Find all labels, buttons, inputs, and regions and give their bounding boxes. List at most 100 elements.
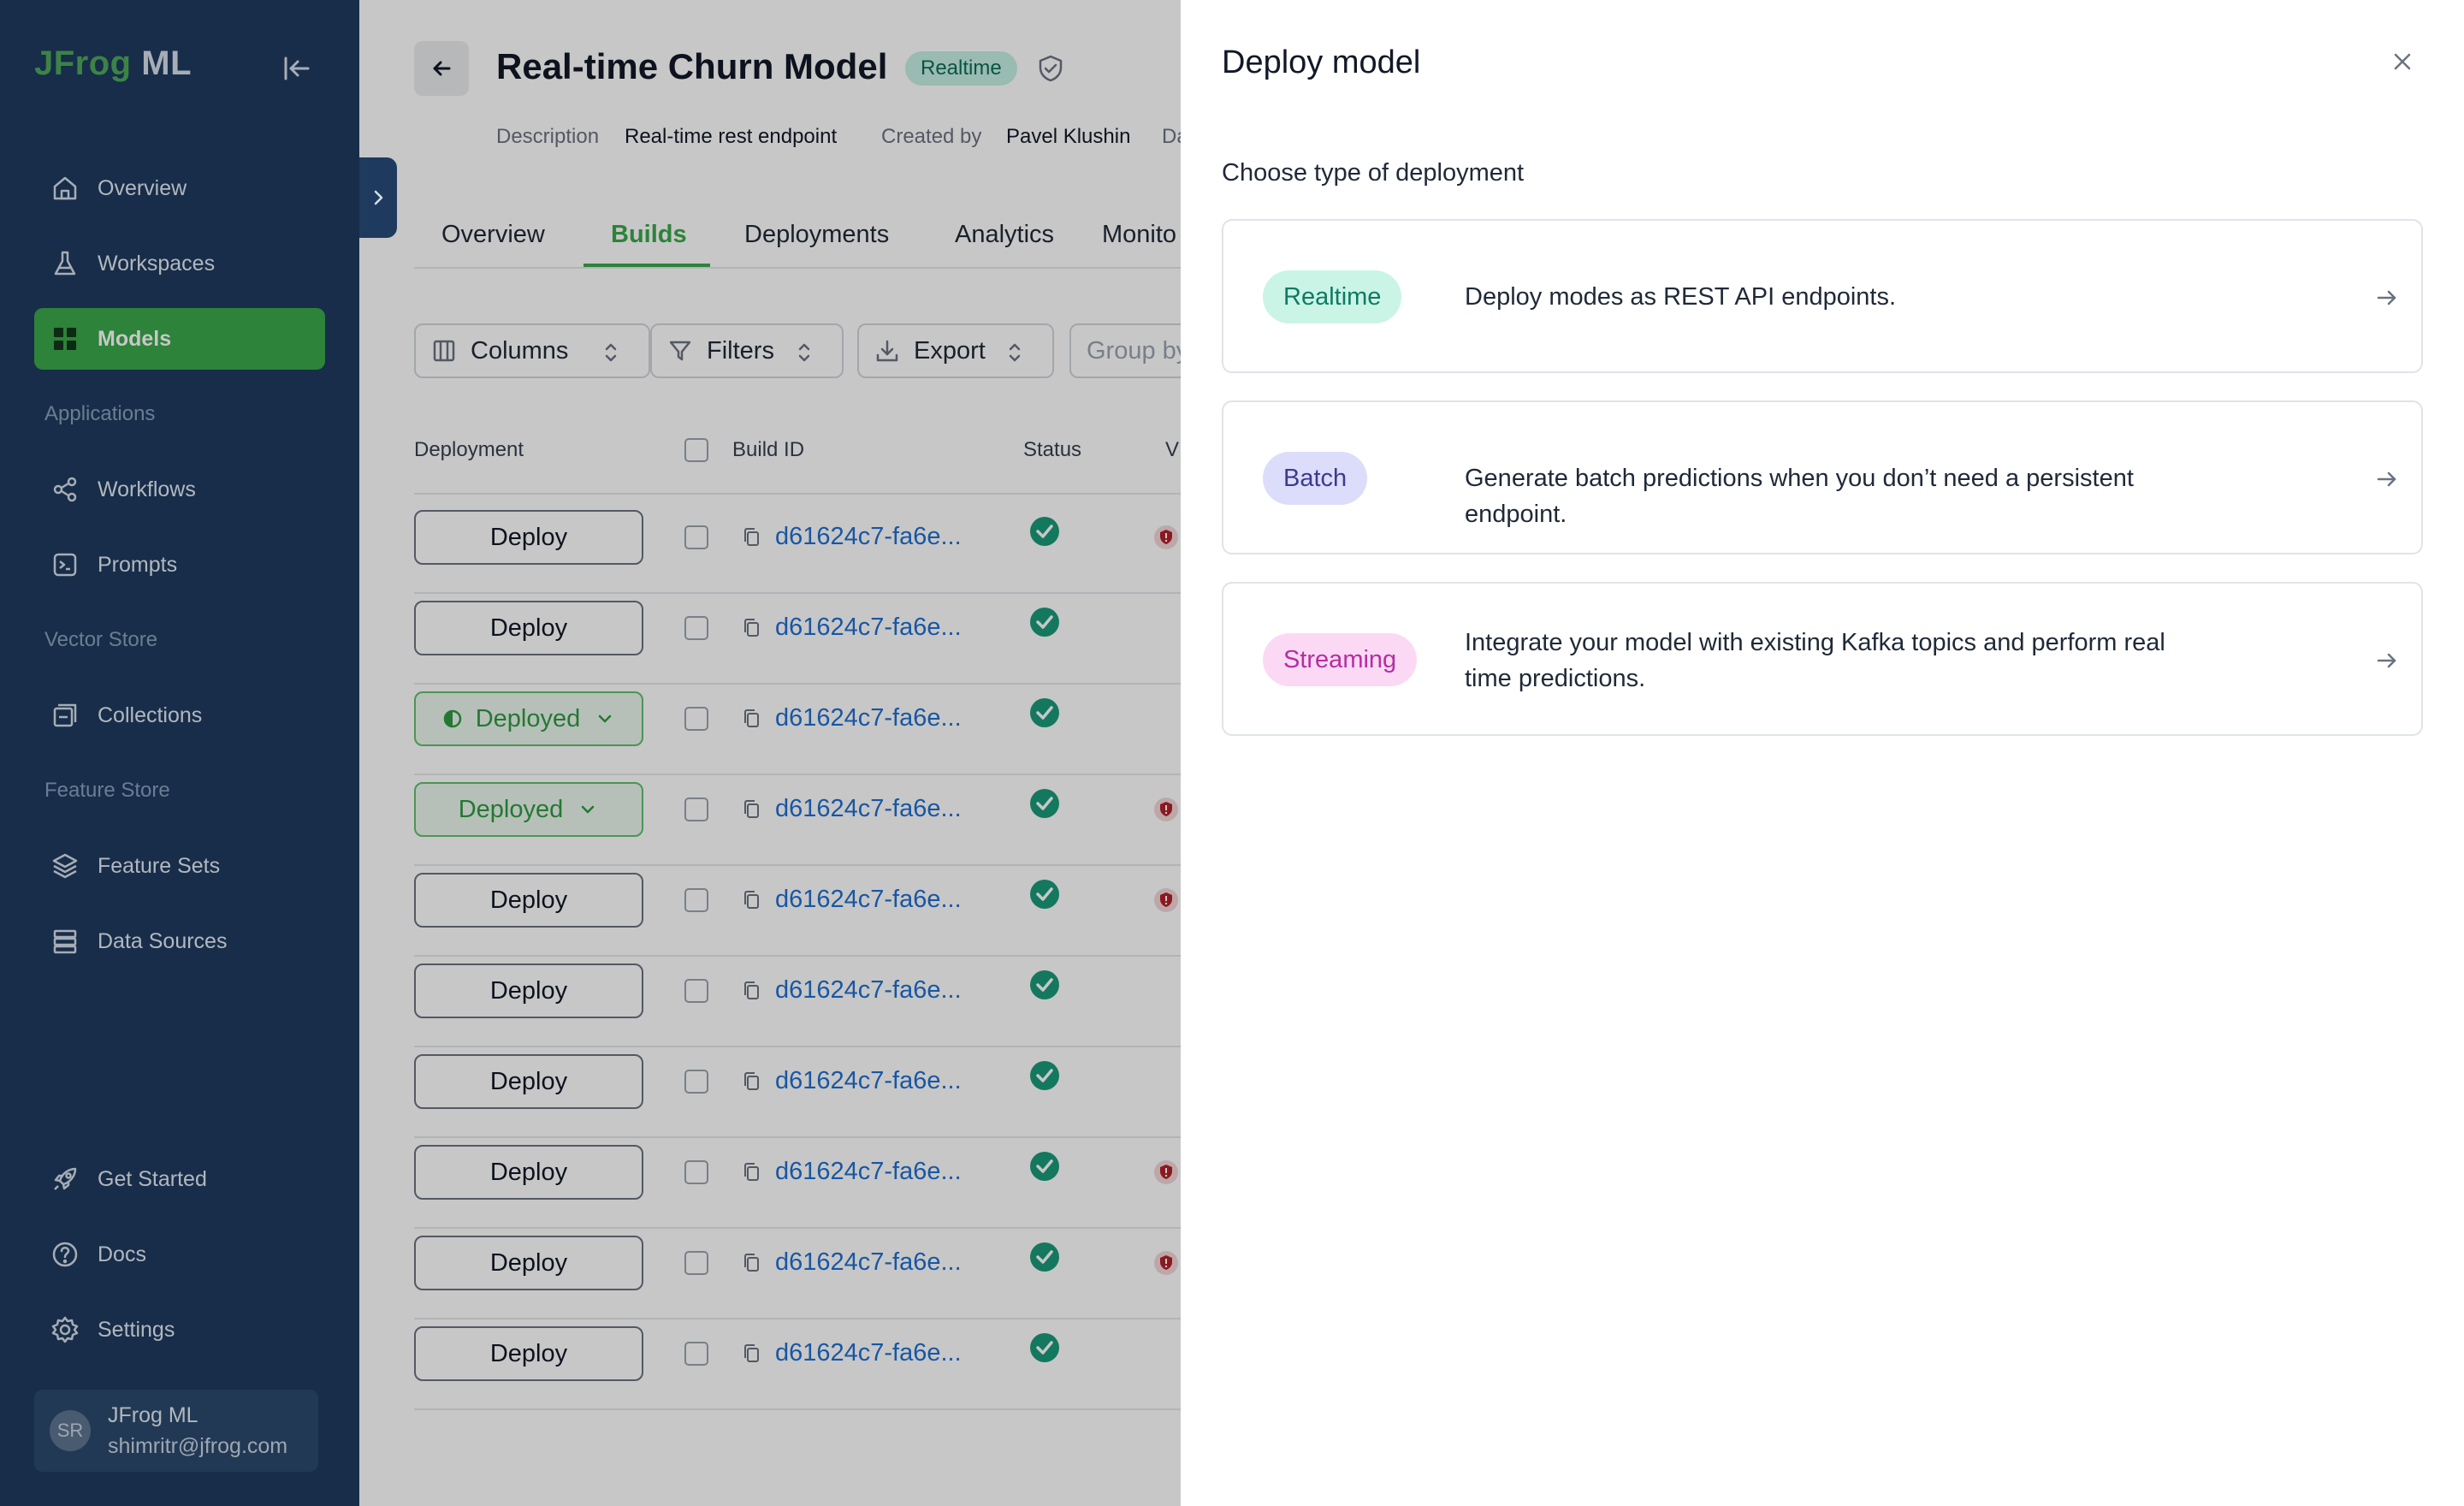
section-label-applications: Applications [44,402,156,425]
shield-alert-icon[interactable] [1153,887,1179,913]
collapse-sidebar-icon[interactable] [279,51,313,86]
row-select-checkbox[interactable] [684,1342,708,1366]
sidebar-item-get-started[interactable]: Get Started [34,1148,325,1210]
sidebar-item-settings[interactable]: Settings [34,1299,325,1361]
app-logo[interactable]: JFrog ML [34,44,192,83]
build-id-link[interactable]: d61624c7-fa6e... [775,795,962,822]
export-button[interactable]: Export [857,323,1054,378]
row-select-checkbox[interactable] [684,525,708,549]
close-icon[interactable] [2389,48,2416,75]
row-divider [414,955,1181,957]
row-select-checkbox[interactable] [684,616,708,640]
row-select-checkbox[interactable] [684,1251,708,1275]
modal-backdrop[interactable] [0,0,1181,1506]
column-header-status[interactable]: Status [1023,438,1082,461]
sidebar-item-label: Workspaces [98,251,216,276]
shield-check-icon[interactable] [1035,53,1066,84]
drawer-subtitle: Choose type of deployment [1222,159,1525,187]
logo-text-ml: ML [141,44,192,82]
sidebar-item-collections[interactable]: Collections [34,685,325,746]
deployment-option-realtime[interactable]: Realtime Deploy modes as REST API endpoi… [1222,219,2423,373]
copy-icon[interactable] [741,526,763,548]
deploy-button[interactable]: Deploy [414,873,643,928]
deploy-button[interactable]: Deploy [414,1145,643,1200]
columns-button[interactable]: Columns [414,323,650,378]
sidebar-item-label: Feature Sets [98,853,221,878]
deployed-dropdown-button[interactable]: Deployed [414,782,643,837]
group-by-button[interactable]: Group by [1069,323,1181,378]
shield-alert-icon[interactable] [1153,797,1179,822]
sidebar-item-workspaces[interactable]: Workspaces [34,233,325,294]
back-button[interactable] [414,41,469,96]
row-select-checkbox[interactable] [684,1160,708,1184]
row-select-checkbox[interactable] [684,1070,708,1094]
build-id-link[interactable]: d61624c7-fa6e... [775,614,962,641]
sidebar-item-prompts[interactable]: Prompts [34,534,325,596]
shield-alert-icon[interactable] [1153,1159,1179,1185]
row-divider [414,864,1181,866]
column-header-deployment[interactable]: Deployment [414,438,524,461]
arrow-right-icon [2377,471,2396,487]
sidebar-item-data-sources[interactable]: Data Sources [34,910,325,972]
deployment-option-streaming[interactable]: Streaming Integrate your model with exis… [1222,582,2423,736]
deploy-button[interactable]: Deploy [414,1054,643,1109]
build-id-link[interactable]: d61624c7-fa6e... [775,1067,962,1094]
deploy-button[interactable]: Deploy [414,1326,643,1381]
filters-button[interactable]: Filters [650,323,844,378]
row-divider [414,1408,1181,1410]
user-profile-card[interactable]: SR JFrog ML shimritr@jfrog.com [34,1390,318,1472]
copy-icon[interactable] [741,1161,763,1183]
build-id-link[interactable]: d61624c7-fa6e... [775,704,962,732]
sidebar-item-workflows[interactable]: Workflows [34,459,325,520]
copy-icon[interactable] [741,1070,763,1093]
deploy-button[interactable]: Deploy [414,1236,643,1290]
logo-text-jfrog: JFrog [34,44,132,82]
meta-created-by-value: Pavel Klushin [1006,125,1131,148]
build-id-link[interactable]: d61624c7-fa6e... [775,523,962,550]
copy-icon[interactable] [741,1252,763,1274]
column-header-vulnerabilities[interactable]: V [1165,438,1180,461]
row-select-checkbox[interactable] [684,797,708,821]
shield-alert-icon[interactable] [1153,1250,1179,1276]
deploy-button[interactable]: Deploy [414,601,643,655]
sidebar-item-overview[interactable]: Overview [34,157,325,219]
build-id-link[interactable]: d61624c7-fa6e... [775,1248,962,1276]
tab-deployments[interactable]: Deployments [744,221,890,248]
sidebar-item-label: Get Started [98,1166,207,1191]
build-id-link[interactable]: d61624c7-fa6e... [775,886,962,913]
page-title: Real-time Churn Model [496,46,888,86]
meta-date-label: Da [1162,125,1181,148]
copy-icon[interactable] [741,1343,763,1365]
sidebar-item-feature-sets[interactable]: Feature Sets [34,835,325,897]
copy-icon[interactable] [741,980,763,1002]
copy-icon[interactable] [741,708,763,730]
deployment-type-tag: Realtime [1263,270,1402,323]
column-header-build-id[interactable]: Build ID [732,438,805,461]
row-select-checkbox[interactable] [684,979,708,1003]
sidebar-item-docs[interactable]: Docs [34,1224,325,1285]
sidebar-item-models[interactable]: Models [34,308,325,370]
copy-icon[interactable] [741,617,763,639]
deploy-button[interactable]: Deploy [414,510,643,565]
build-id-link[interactable]: d61624c7-fa6e... [775,976,962,1004]
build-id-link[interactable]: d61624c7-fa6e... [775,1339,962,1367]
shield-alert-icon[interactable] [1153,525,1179,550]
row-select-checkbox[interactable] [684,707,708,731]
select-all-checkbox[interactable] [684,438,708,462]
tab-analytics[interactable]: Analytics [955,221,1055,248]
tab-builds[interactable]: Builds [611,221,687,248]
tab-overview[interactable]: Overview [441,221,545,248]
expand-panel-tab[interactable] [359,157,397,238]
copy-icon[interactable] [741,889,763,911]
meta-description-value: Real-time rest endpoint [625,125,838,148]
deploy-button[interactable]: Deploy [414,963,643,1018]
row-select-checkbox[interactable] [684,888,708,912]
sidebar-item-label: Overview [98,175,187,200]
deployed-dropdown-button[interactable]: Deployed [414,691,643,746]
copy-icon[interactable] [741,798,763,821]
tab-monitoring[interactable]: Monito [1102,221,1177,248]
deployment-option-description: Deploy modes as REST API endpoints. [1465,283,1897,311]
deployment-option-batch[interactable]: Batch Generate batch predictions when yo… [1222,400,2423,554]
build-id-link[interactable]: d61624c7-fa6e... [775,1158,962,1185]
export-button-label: Export [914,336,986,365]
